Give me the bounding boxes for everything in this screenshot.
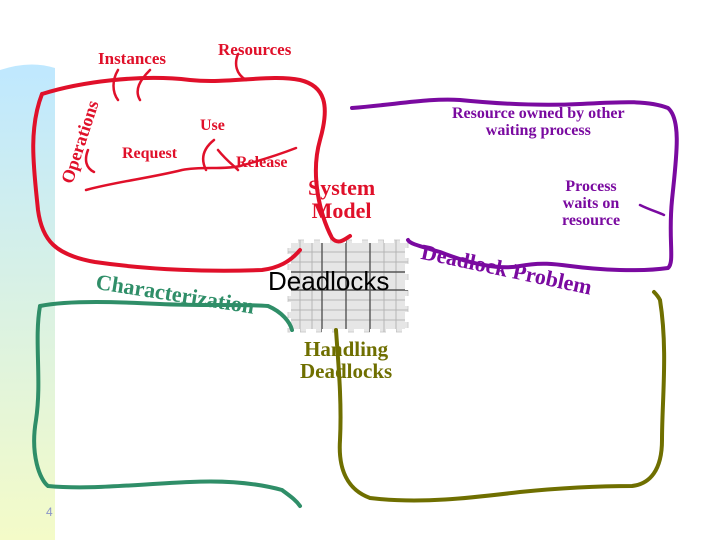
resource-owned-line2: waiting process	[452, 123, 625, 140]
instances-label: Instances	[98, 50, 166, 68]
resource-owned-label: Resource owned by other waiting process	[452, 106, 625, 140]
page-number: 4	[46, 505, 53, 519]
release-label: Release	[236, 155, 288, 172]
sidebar-band	[0, 64, 55, 540]
characterization-outline	[34, 302, 300, 506]
use-label: Use	[200, 118, 225, 135]
center-title: Deadlocks	[268, 266, 389, 297]
system-model-title-line1: System	[308, 176, 375, 199]
system-model-title-line2: Model	[308, 199, 375, 222]
deadlock-problem-arrow	[640, 205, 664, 215]
request-label: Request	[122, 146, 177, 163]
resources-label: Resources	[218, 41, 291, 59]
process-waits-line1: Process	[562, 179, 620, 196]
handling-title: Handling Deadlocks	[300, 338, 392, 382]
handling-title-line1: Handling	[300, 338, 392, 360]
process-waits-label: Process waits on resource	[562, 179, 620, 229]
resource-owned-line1: Resource owned by other	[452, 106, 625, 123]
handling-title-line2: Deadlocks	[300, 360, 392, 382]
system-model-title: System Model	[308, 176, 375, 222]
process-waits-line2: waits on	[562, 196, 620, 213]
process-waits-line3: resource	[562, 213, 620, 230]
